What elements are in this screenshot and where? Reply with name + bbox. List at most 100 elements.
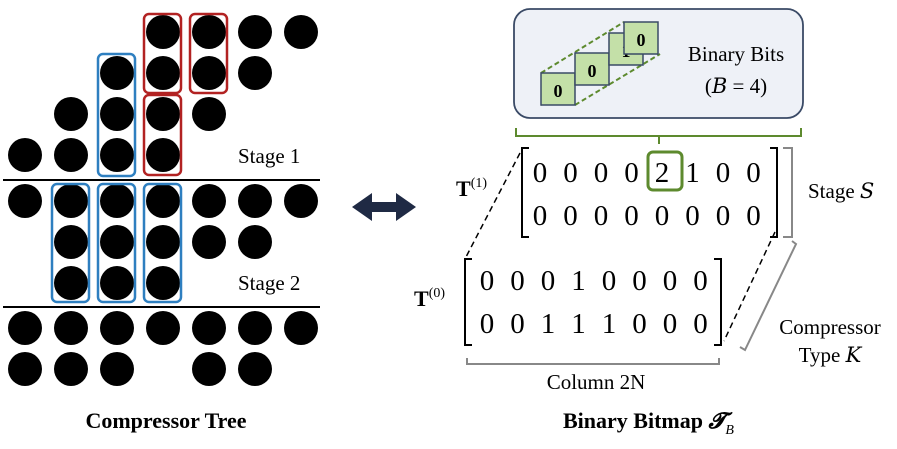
- dashed-connector: [723, 231, 776, 342]
- right-caption: Binary Bitmap 𝓣B: [563, 408, 734, 438]
- compressor-type-bracket: [739, 240, 798, 352]
- t1-left-bracket: [521, 147, 529, 238]
- stage-1-label: Stage 1: [238, 144, 300, 168]
- binary-bits-box: [513, 8, 804, 119]
- bit-dot: [54, 97, 88, 131]
- bit-dot: [100, 97, 134, 131]
- stage-bracket: [783, 147, 793, 238]
- bit-dot: [8, 184, 42, 218]
- t1-label: T(1): [456, 176, 487, 201]
- matrix-cell: 0: [716, 200, 731, 232]
- bit-dot: [238, 225, 272, 259]
- red-group-box: [188, 12, 229, 95]
- red-group-box: [142, 93, 183, 177]
- matrix-cell: 0: [693, 308, 708, 340]
- matrix-cell: 2: [655, 157, 670, 189]
- matrix-cell: 0: [632, 308, 647, 340]
- matrix-cell: 0: [533, 200, 548, 232]
- bit-slice: [574, 52, 610, 86]
- bit-slice-value: 0: [554, 81, 563, 101]
- compressor-type-line2: Type K: [799, 343, 863, 367]
- dashed-connector: [465, 152, 521, 258]
- blue-group-box: [50, 182, 91, 304]
- bit-dot: [238, 15, 272, 49]
- t1-right-bracket: [770, 147, 778, 238]
- matrix-cell: 0: [685, 200, 700, 232]
- matrix-cell: 0: [624, 200, 639, 232]
- bit-dot: [238, 56, 272, 90]
- double-arrow-icon: [352, 193, 416, 221]
- matrix-cell: 0: [663, 265, 678, 297]
- bits-brace: [515, 128, 802, 144]
- matrix-cell: 0: [655, 200, 670, 232]
- bit-dot: [146, 15, 180, 49]
- blue-group-box: [96, 52, 137, 178]
- bit-dot: [54, 266, 88, 300]
- left-caption: Compressor Tree: [85, 408, 246, 433]
- bit-slice: [540, 72, 576, 106]
- bit-dot: [8, 352, 42, 386]
- matrix-cell: 0: [510, 308, 525, 340]
- matrix-cell: 0: [541, 265, 556, 297]
- matrix-cell: 0: [663, 308, 678, 340]
- matrix-cell: 1: [602, 308, 617, 340]
- matrix-cell: 0: [746, 200, 761, 232]
- bit-dot: [54, 138, 88, 172]
- bit-dot: [100, 56, 134, 90]
- bit-slice: [623, 21, 659, 55]
- bit-dot: [146, 56, 180, 90]
- bit-dot: [54, 184, 88, 218]
- bit-dot: [284, 311, 318, 345]
- blue-group-box: [142, 182, 183, 304]
- red-group-box: [142, 12, 183, 95]
- bit-dot: [192, 225, 226, 259]
- matrix-cell: 0: [594, 157, 609, 189]
- t0-left-bracket: [464, 258, 472, 346]
- dot-grid: [8, 15, 318, 386]
- stage-label: Stage S: [808, 179, 874, 203]
- bit-dot: [238, 184, 272, 218]
- bit-dot: [192, 97, 226, 131]
- bit-dot: [192, 311, 226, 345]
- bit-dot: [100, 184, 134, 218]
- column-label: Column 2N: [547, 370, 646, 394]
- matrix-cell: 0: [693, 265, 708, 297]
- bit-dot: [100, 266, 134, 300]
- binary-bits-param: (B = 4): [705, 74, 767, 98]
- matrix-cell: 0: [594, 200, 609, 232]
- t0-right-bracket: [714, 258, 722, 346]
- bit-dot: [284, 15, 318, 49]
- compressor-type-line1: Compressor: [779, 315, 881, 339]
- bit-dot: [146, 184, 180, 218]
- bit-dot: [146, 311, 180, 345]
- bit-dot: [146, 97, 180, 131]
- bit-slice-value: 0: [588, 61, 597, 81]
- highlighted-cell-box: [646, 150, 684, 192]
- bit-dot: [284, 184, 318, 218]
- column-bracket: [466, 358, 720, 365]
- bit-dot: [100, 138, 134, 172]
- matrix-cell: 0: [480, 265, 495, 297]
- matrix-cell: 0: [716, 157, 731, 189]
- matrix-cell: 0: [746, 157, 761, 189]
- bit-dot: [100, 225, 134, 259]
- bit-dot: [238, 352, 272, 386]
- bit-dot: [192, 352, 226, 386]
- matrix-cell: 1: [571, 308, 586, 340]
- matrix-cell: 0: [602, 265, 617, 297]
- bit-dot: [192, 15, 226, 49]
- bit-dot: [54, 352, 88, 386]
- bit-dot: [192, 184, 226, 218]
- bit-dot: [8, 138, 42, 172]
- bit-dot: [8, 311, 42, 345]
- binary-bits-title: Binary Bits: [688, 42, 784, 66]
- bit-dot: [100, 352, 134, 386]
- matrix-cell: 0: [563, 157, 578, 189]
